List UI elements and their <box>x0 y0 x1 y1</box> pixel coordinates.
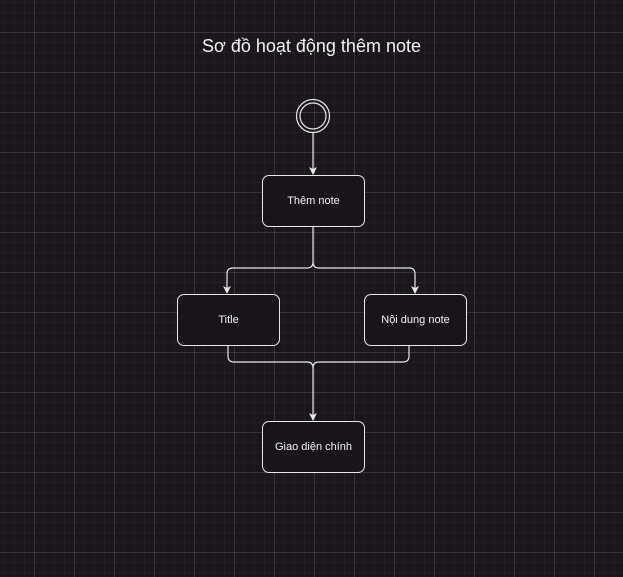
arrow-add-note-to-title <box>223 227 314 294</box>
activity-main-ui[interactable]: Giao diện chính <box>262 421 365 473</box>
arrow-content-to-main-ui <box>312 346 410 369</box>
activity-title[interactable]: Title <box>177 294 280 346</box>
activity-content[interactable]: Nội dung note <box>364 294 467 346</box>
activity-add-note[interactable]: Thêm note <box>262 175 365 227</box>
initial-state[interactable] <box>295 98 331 134</box>
activity-title-label: Title <box>218 314 239 326</box>
arrow-title-to-main-ui <box>227 346 317 421</box>
arrow-add-note-to-content <box>312 261 419 294</box>
diagram-title: Sơ đồ hoạt động thêm note <box>202 36 421 56</box>
activity-content-label: Nội dung note <box>381 314 450 326</box>
activity-main-ui-label: Giao diện chính <box>274 441 353 453</box>
activity-add-note-label: Thêm note <box>287 195 340 207</box>
